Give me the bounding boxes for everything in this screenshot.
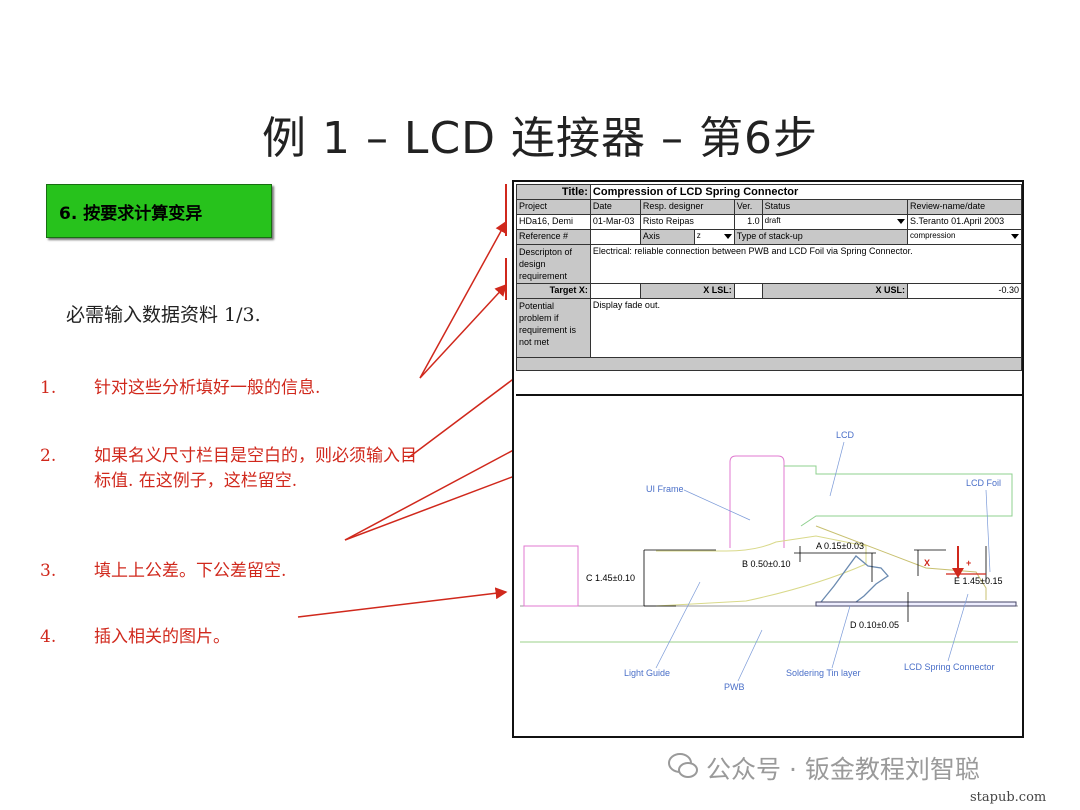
- stackup-label: Type of stack-up: [733, 229, 909, 245]
- ui-frame-left: [523, 545, 579, 607]
- project-header: Project: [516, 199, 591, 215]
- label-pwb: PWB: [724, 682, 745, 692]
- site-link[interactable]: stapub.com: [970, 790, 1047, 805]
- chevron-down-icon[interactable]: [723, 234, 732, 239]
- list-item-4: 4. 插入相关的图片。: [40, 625, 400, 655]
- required-input-text: 必需输入数据资料 1/3.: [66, 304, 261, 326]
- connector-drawing: LCD UI Frame LCD Foil A 0.15±0.03 B 0.50…: [516, 394, 1022, 692]
- solder-layer: [815, 601, 1017, 607]
- list-item-text: 如果名义尺寸栏目是空白的，则必须输入目标值. 在这例子，这栏留空.: [94, 446, 417, 491]
- label-soldering: Soldering Tin layer: [786, 668, 861, 678]
- target-field[interactable]: [589, 283, 641, 299]
- label-ui-frame: UI Frame: [646, 484, 684, 494]
- spring-connector: [820, 555, 889, 603]
- description-label: Descripton of design requirement: [516, 244, 591, 284]
- stackup-select[interactable]: compression: [907, 229, 1022, 245]
- stackup-value: compression: [910, 231, 956, 240]
- label-dim-c: C 1.45±0.10: [586, 573, 635, 583]
- stackup-form: Title: Compression of LCD Spring Connect…: [512, 180, 1024, 738]
- label-dim-a: A 0.15±0.03: [816, 541, 864, 551]
- wechat-icon: [668, 753, 698, 778]
- ver-header: Ver.: [733, 199, 763, 215]
- status-select[interactable]: draft: [761, 214, 909, 230]
- step-label: 6. 按要求计算变异: [59, 203, 203, 224]
- axis-value: z: [696, 231, 701, 240]
- label-lcd-foil: LCD Foil: [966, 478, 1001, 488]
- step-box: 6. 按要求计算变异: [46, 184, 272, 238]
- list-item-text: 针对这些分析填好一般的信息.: [94, 378, 321, 398]
- date-header: Date: [589, 199, 641, 215]
- slide-title: 例 1 – LCD 连接器 – 第6步: [261, 113, 819, 164]
- separator-bar: [516, 357, 1022, 371]
- target-label: Target X:: [516, 283, 591, 299]
- problem-label: Potential problem if requirement is not …: [516, 298, 591, 358]
- list-item-number: 3.: [40, 561, 57, 581]
- axis-select[interactable]: z: [693, 229, 735, 245]
- watermark-text: 公众号 · 钣金教程刘智聪: [706, 755, 980, 784]
- reference-field[interactable]: [589, 229, 641, 245]
- xlsl-label: X LSL:: [639, 283, 735, 299]
- label-light-guide: Light Guide: [624, 668, 670, 678]
- description-field[interactable]: Electrical: reliable connection between …: [589, 244, 1023, 284]
- designer-header: Resp. designer: [639, 199, 735, 215]
- label-x: X: [924, 558, 930, 568]
- chevron-down-icon[interactable]: [897, 219, 906, 224]
- label-spring: LCD Spring Connector: [904, 662, 995, 672]
- ver-field[interactable]: 1.0: [733, 214, 763, 230]
- project-field[interactable]: HDa16, Demi: [516, 214, 591, 230]
- arrow-1b: [419, 283, 508, 379]
- xusl-label: X USL:: [761, 283, 909, 299]
- list-item-number: 4.: [40, 627, 57, 647]
- xlsl-field[interactable]: [733, 283, 763, 299]
- label-dim-d: D 0.10±0.05: [850, 620, 899, 630]
- review-header: Review-name/date: [907, 199, 1022, 215]
- xusl-field[interactable]: -0.30: [907, 283, 1022, 299]
- list-item-3: 3. 填上上公差。下公差留空.: [40, 559, 400, 589]
- foil-outline: [815, 525, 987, 600]
- title-field[interactable]: Compression of LCD Spring Connector: [589, 184, 1023, 200]
- list-item-number: 2.: [40, 446, 57, 466]
- designer-field[interactable]: Risto Reipas: [639, 214, 735, 230]
- list-item-2: 2. 如果名义尺寸栏目是空白的，则必须输入目标值. 在这例子，这栏留空.: [40, 444, 420, 524]
- status-header: Status: [761, 199, 909, 215]
- reference-label: Reference #: [516, 229, 591, 245]
- problem-field[interactable]: Display fade out.: [589, 298, 1023, 358]
- list-item-1: 1. 针对这些分析填好一般的信息.: [40, 376, 400, 406]
- arrow-1a: [419, 220, 507, 379]
- list-item-text: 插入相关的图片。: [94, 627, 230, 647]
- list-item-text: 填上上公差。下公差留空.: [94, 561, 287, 581]
- arrow-4: [297, 587, 508, 618]
- form-table: Title: Compression of LCD Spring Connect…: [516, 184, 1023, 371]
- label-lcd: LCD: [836, 430, 855, 440]
- ui-frame-tall: [729, 455, 785, 548]
- label-dim-e: E 1.45±0.15: [954, 576, 1002, 586]
- review-field[interactable]: S.Teranto 01.April 2003: [907, 214, 1022, 230]
- lcd-outline: [784, 465, 1013, 527]
- chevron-down-icon[interactable]: [1011, 234, 1019, 239]
- title-label: Title:: [516, 184, 591, 200]
- status-value: draft: [764, 216, 781, 225]
- label-dim-b: B 0.50±0.10: [742, 559, 790, 569]
- date-field[interactable]: 01-Mar-03: [589, 214, 641, 230]
- label-plus: +: [966, 558, 971, 568]
- axis-label: Axis: [639, 229, 695, 245]
- list-item-number: 1.: [40, 378, 57, 398]
